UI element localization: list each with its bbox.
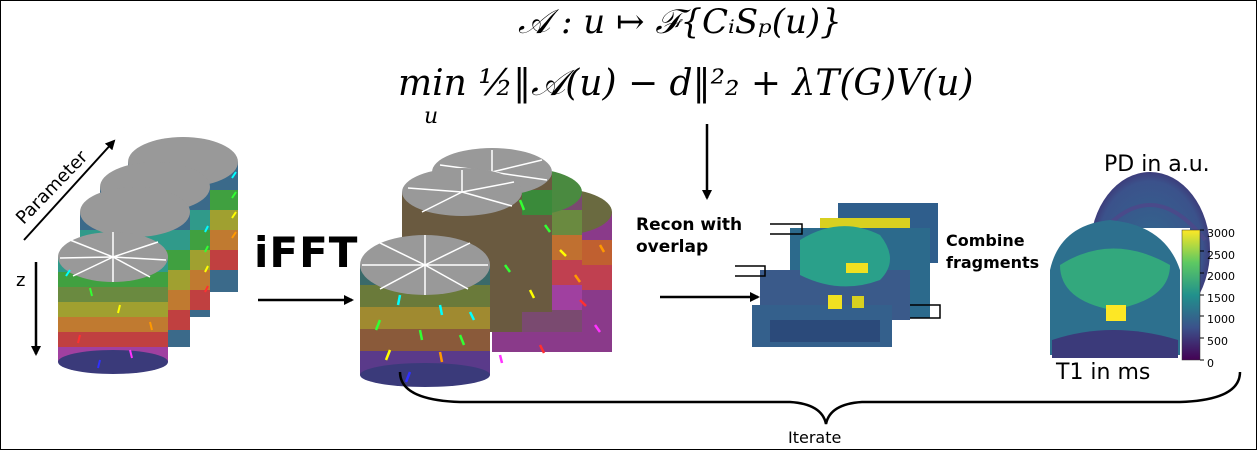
minimization-text: min ½‖𝒜(u) − d‖²₂ + λT(G)V(u) — [398, 63, 974, 104]
tick-label: 2500 — [1207, 248, 1235, 262]
operator-equation: 𝒜 : u ↦ ℱ{CᵢSₚ(u)} — [518, 2, 842, 42]
colorbar — [1181, 229, 1204, 361]
min-subscript: u — [424, 104, 439, 129]
tick-label: 2000 — [1207, 270, 1235, 284]
parameter-arrow — [23, 139, 116, 241]
iterate-label: Iterate — [788, 428, 842, 447]
tick-label: 500 — [1207, 334, 1228, 348]
ifft-label: iFFT — [254, 228, 359, 277]
t1-label: T1 in ms — [1056, 360, 1151, 385]
image-stack — [360, 148, 612, 387]
recon-label-line1: Recon with — [636, 215, 743, 235]
parameter-stack — [58, 137, 238, 374]
combine-label: Combine fragments — [946, 230, 1039, 274]
tick-label: 3000 — [1207, 227, 1235, 240]
z-label: z — [16, 270, 26, 291]
operator-text: 𝒜 : u ↦ ℱ{CᵢSₚ(u)} — [518, 2, 842, 42]
pd-label: PD in a.u. — [1104, 152, 1210, 177]
iterate-brace — [398, 371, 1242, 425]
tick-label: 1000 — [1207, 313, 1235, 327]
combine-label-line1: Combine — [946, 231, 1025, 250]
recon-label: Recon with overlap — [636, 214, 742, 258]
recon-label-line2: overlap — [636, 237, 709, 257]
tick-label: 1500 — [1207, 291, 1235, 305]
minimization-equation: min ½‖𝒜(u) − d‖²₂ + λT(G)V(u) — [398, 62, 973, 106]
colorbar-ticks: 3000 2500 2000 1500 1000 500 0 — [1207, 223, 1235, 374]
tick-label: 0 — [1207, 356, 1214, 370]
t1-map — [1040, 220, 1190, 360]
combine-label-line2: fragments — [946, 253, 1040, 272]
brain-fragments — [735, 203, 941, 347]
